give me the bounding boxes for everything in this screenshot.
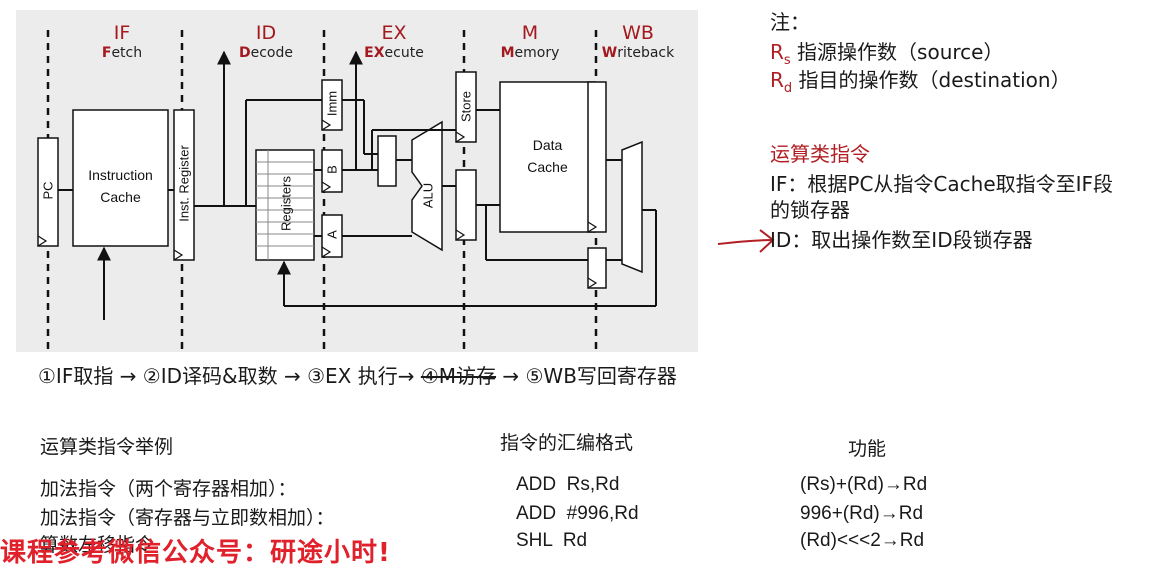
mem-out-latch [587, 81, 607, 233]
stage-wb-name: riteback [617, 45, 675, 61]
rd-text: 指目的操作数（destination） [798, 68, 1071, 92]
row3-desc: 算数左移指令 [40, 534, 155, 556]
stage-if-abbr: IF [113, 22, 131, 44]
stage-if-name: etch [111, 45, 143, 61]
if-text: ：根据PC从指令Cache取指令至IF段 [787, 172, 1114, 196]
row2-func: 996+(Rd)→Rd [800, 503, 924, 524]
stage-id-name: ecode [250, 45, 293, 61]
wb-latch [587, 247, 607, 289]
stage-wb-initial: W [601, 45, 618, 61]
rd-sub: d [783, 81, 793, 96]
if-label: IF [770, 172, 788, 196]
b-label: B [324, 165, 340, 174]
store-latch [455, 71, 477, 143]
id-label: ID [770, 228, 792, 252]
a-label: A [324, 230, 340, 239]
rd-symbol: Rd [770, 68, 792, 96]
rs-text: 指源操作数（source） [797, 40, 1004, 64]
note-rd: Rd 指目的操作数（destination） [770, 66, 1071, 103]
pc-label: PC [40, 181, 56, 200]
stage-id: ID Decode [206, 22, 326, 61]
dcache-line2: Cache [527, 159, 568, 175]
watermark-text: 课程参考微信公众号：研途小时! [0, 538, 391, 568]
rs-sub: s [783, 53, 791, 68]
data-cache-box [499, 81, 596, 233]
stage-if: IF Fetch [62, 22, 182, 61]
note-if-cont: 的锁存器 [770, 198, 850, 222]
pipeline-steps: ①IF取指 → ②ID译码&取数 → ③EX 执行→ ④M访存 → ⑤WB写回寄… [38, 360, 677, 389]
dcache-line1: Data [532, 137, 563, 153]
inst-register-label: Inst. Register [176, 145, 192, 222]
stage-ex-abbr: EX [381, 22, 407, 44]
pipeline-step-5: → ⑤WB写回寄存器 [496, 364, 677, 388]
notes-title: 注： [770, 10, 810, 34]
row2-asm: ADD #996,Rd [516, 503, 639, 524]
wb-mux [621, 140, 643, 274]
row1-desc: 加法指令（两个寄存器相加）： [40, 478, 297, 500]
stage-if-initial: F [101, 45, 112, 61]
stage-ex: EX EXecute [334, 22, 454, 61]
stage-m-abbr: M [521, 22, 539, 44]
stage-id-initial: D [238, 45, 251, 61]
registers-box [255, 149, 315, 261]
imm-label: Imm [324, 90, 340, 117]
pipeline-steps-1-3: ①IF取指 → ②ID译码&取数 → ③EX 执行→ [38, 364, 421, 388]
note-if: IF：根据PC从指令Cache取指令至IF段 [770, 170, 1113, 198]
icache-line2: Cache [100, 189, 141, 205]
datapath-svg [37, 30, 657, 350]
header-func: 功能 [848, 438, 887, 460]
header-asm: 指令的汇编格式 [500, 432, 634, 454]
rs-symbol: Rs [770, 40, 791, 68]
row3-asm: SHL Rd [516, 530, 588, 551]
alu-label: ALU [420, 182, 436, 209]
stage-id-abbr: ID [255, 22, 277, 44]
registers-label: Registers [278, 176, 294, 231]
icache-line1: Instruction [88, 167, 153, 183]
handwritten-arrow [717, 229, 775, 253]
instruction-cache-box [72, 109, 169, 247]
rd-sym: R [770, 68, 784, 92]
stage-wb: WB Writeback [578, 22, 698, 61]
row3-func: (Rd)<<<2→Rd [800, 530, 925, 551]
note-rs: Rs 指源操作数（source） [770, 38, 1003, 75]
arith-title: 运算类指令 [770, 142, 870, 166]
pc-latch [37, 137, 59, 247]
alu-shape [411, 120, 443, 252]
stage-m-name: emory [514, 45, 560, 61]
data-cache-label: Data Cache [500, 134, 595, 178]
instruction-cache-label: Instruction Cache [73, 164, 168, 208]
register-rows [256, 150, 314, 260]
header-examples: 运算类指令举例 [40, 436, 174, 458]
note-id: ID：取出操作数至ID段锁存器 [770, 226, 1033, 254]
stage-ex-initial: EX [364, 45, 385, 61]
imm-latch [321, 79, 343, 131]
row1-asm: ADD Rs,Rd [516, 474, 620, 495]
stage-m-initial: M [500, 45, 515, 61]
pipeline-diagram: IF Fetch ID Decode EX EXecute M Memory W… [16, 10, 698, 352]
store-label: Store [458, 90, 474, 123]
pipeline-step-4: ④M访存 [420, 364, 497, 388]
stage-wb-abbr: WB [622, 22, 654, 44]
rs-sym: R [770, 40, 784, 64]
row1-func: (Rs)+(Rd)→Rd [800, 474, 928, 495]
row2-desc: 加法指令（寄存器与立即数相加）： [40, 507, 335, 529]
stage-m: M Memory [470, 22, 590, 61]
stage-ex-name: ecute [384, 45, 424, 61]
inst-register-latch [173, 109, 195, 261]
alu-out-latch [455, 169, 477, 241]
mux-box [377, 135, 397, 187]
id-text: ：取出操作数至ID段锁存器 [791, 228, 1033, 252]
